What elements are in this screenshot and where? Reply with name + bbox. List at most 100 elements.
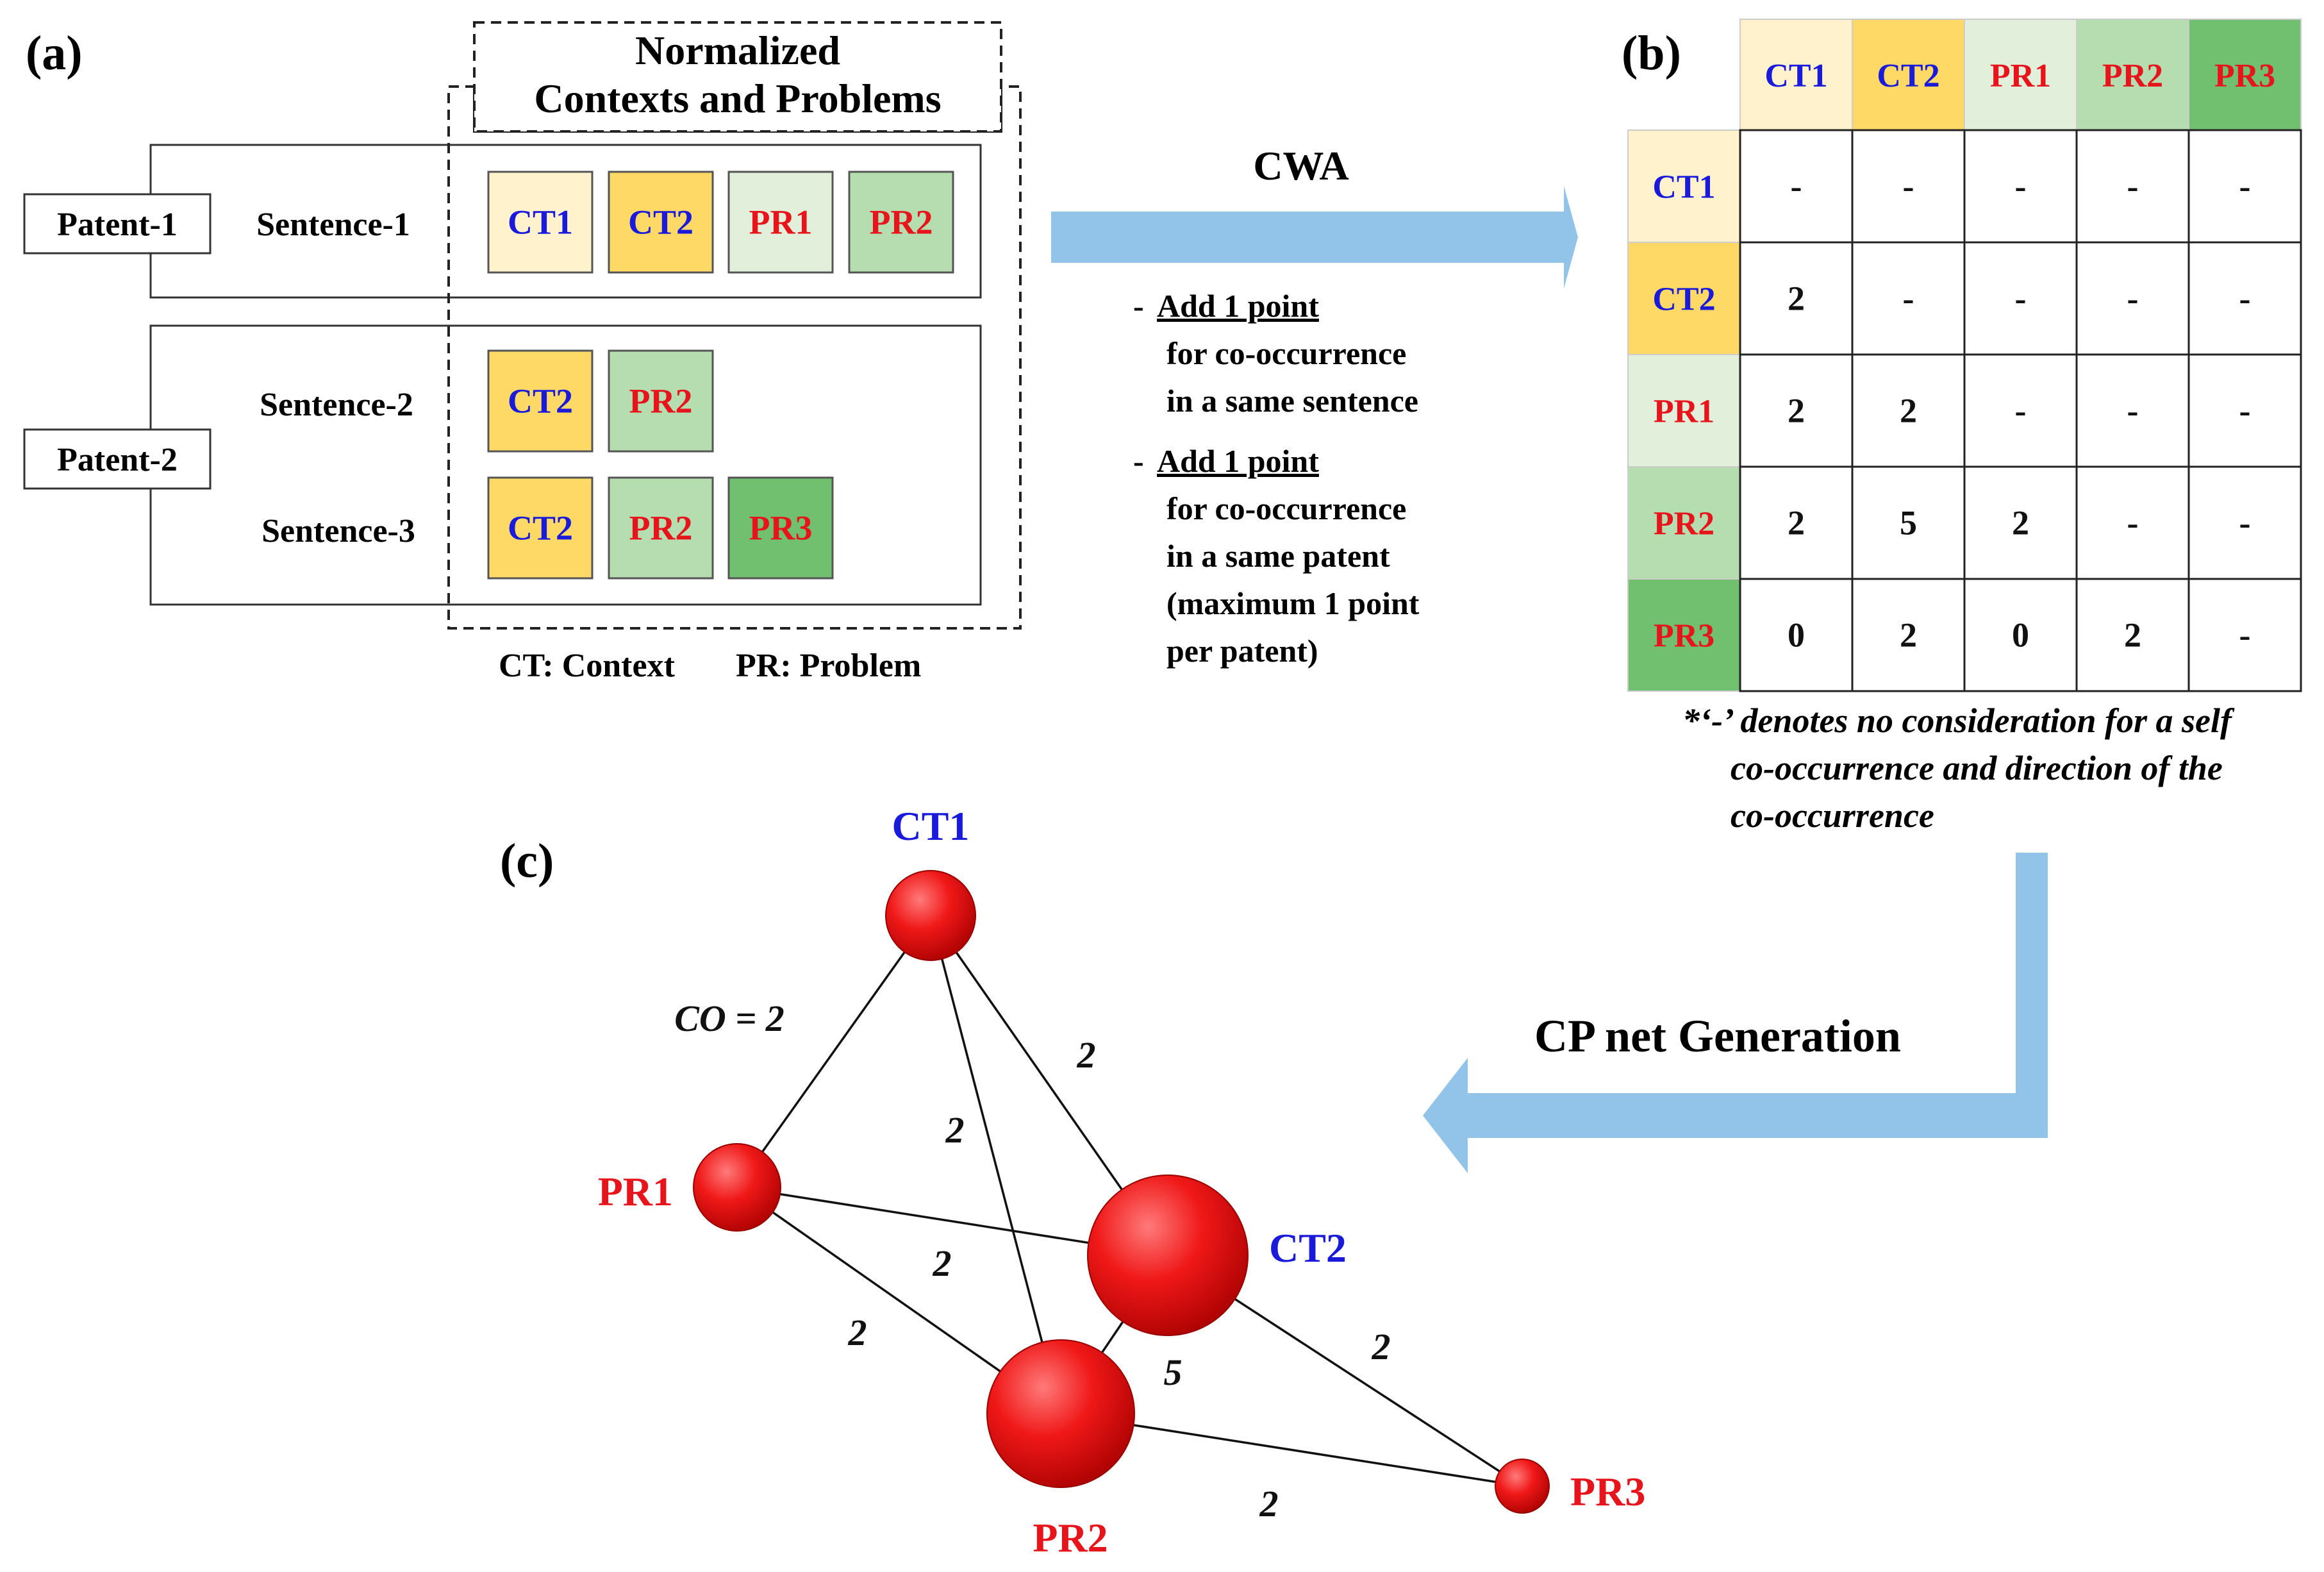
- matrix-cell-value: -: [1791, 167, 1802, 206]
- cpnet-section: CP net Generation: [1423, 853, 2048, 1173]
- rule2-line3: (maximum 1 point: [1166, 585, 1420, 621]
- sentence-3-label: Sentence-3: [261, 513, 415, 549]
- edge-weight-label: 2: [848, 1312, 867, 1353]
- row-header-label: CT2: [1652, 281, 1715, 318]
- node-label: CT2: [1269, 1225, 1347, 1271]
- edge-weight-label: 2: [1372, 1326, 1391, 1367]
- term-box-ct2: [487, 349, 593, 453]
- col-header-pr1: [1964, 19, 2077, 131]
- term-label: CT2: [508, 382, 573, 421]
- panel-a-label: (a): [26, 26, 83, 80]
- matrix-cell: [2075, 578, 2190, 692]
- row-header-label: PR2: [1654, 506, 1714, 542]
- term-label: PR2: [870, 203, 933, 242]
- cpnet-title: CP net Generation: [1534, 1010, 1901, 1062]
- cwa-section: CWA - Add 1 point for co-occurrence in a…: [1051, 143, 1578, 669]
- row-header-label: PR1: [1654, 394, 1714, 430]
- patent-1-label-box: [23, 193, 212, 255]
- matrix-cell-value: 2: [1900, 616, 1917, 655]
- term-box-ct2: [608, 171, 714, 274]
- edge-pr2-pr3: [1060, 1412, 1523, 1487]
- col-header-ct2: [1852, 19, 1965, 131]
- row-header-pr2: [1627, 466, 1741, 580]
- term-label: PR1: [749, 203, 813, 242]
- row-header-pr1: [1627, 354, 1741, 467]
- patent-2-label: Patent-2: [57, 442, 178, 478]
- node-pr3: [1495, 1459, 1550, 1514]
- term-label: PR3: [749, 509, 813, 548]
- matrix-cell: [2187, 578, 2302, 692]
- rule1-line1: for co-occurrence: [1166, 335, 1406, 371]
- term-label: PR2: [629, 382, 693, 421]
- node-label: PR3: [1570, 1469, 1645, 1514]
- note-line3: co-occurrence: [1731, 796, 1934, 835]
- edge-weight-label: 2: [933, 1242, 952, 1284]
- matrix-cell-value: 2: [1788, 280, 1805, 318]
- panel-b-label: (b): [1622, 26, 1681, 80]
- rule2-line1: for co-occurrence: [1166, 490, 1406, 526]
- term-label: CT2: [628, 203, 693, 242]
- matrix-cell-value: -: [2127, 280, 2139, 318]
- network-edge-labels: CO = 2 2 2 2 2 5 2 2: [674, 998, 1390, 1525]
- matrix-cell: [2075, 241, 2190, 356]
- normalized-title-line2: Contexts and Problems: [534, 76, 941, 121]
- legend-problem: PR: Problem: [736, 648, 921, 684]
- matrix-cell-value: 2: [1788, 392, 1805, 430]
- matrix-cell-value: -: [1903, 280, 1914, 318]
- rule2-dash: -: [1133, 443, 1144, 479]
- edge-weight-label: 2: [1077, 1034, 1096, 1076]
- row-header-label: PR3: [1654, 618, 1714, 655]
- rule1-head: Add 1 point: [1157, 288, 1319, 324]
- matrix-cell: [1739, 129, 1854, 244]
- matrix-cell: [1851, 129, 1966, 244]
- col-header-label: CT1: [1764, 58, 1827, 94]
- matrix-cell-value: -: [2239, 280, 2251, 318]
- cwa-title: CWA: [1253, 143, 1349, 188]
- row-header-ct2: [1627, 242, 1741, 355]
- rule2-line4: per patent): [1166, 633, 1318, 669]
- matrix-cell-value: -: [2239, 504, 2251, 542]
- node-label: PR1: [598, 1169, 673, 1214]
- matrix-cell-value: -: [2015, 280, 2027, 318]
- edge-ct1-pr1: [736, 914, 932, 1189]
- edge-weight-label: 2: [1259, 1483, 1279, 1525]
- edge-weight-label: CO = 2: [674, 998, 784, 1039]
- cpnet-arrow: [1423, 853, 2048, 1173]
- col-header-ct1: [1739, 19, 1853, 131]
- matrix-cell: [1963, 578, 2078, 692]
- note-line1: *‘-’ denotes no consideration for a self: [1682, 701, 2235, 740]
- col-header-label: PR3: [2214, 58, 2275, 94]
- sentence-1-label: Sentence-1: [256, 206, 410, 243]
- term-box-ct1: [487, 171, 593, 274]
- edge-weight-label: 5: [1164, 1351, 1183, 1393]
- matrix-cell: [2075, 465, 2190, 580]
- node-ct2: [1087, 1175, 1249, 1336]
- matrix-cell-value: 2: [2124, 616, 2141, 655]
- edge-ct1-pr2: [929, 915, 1062, 1414]
- matrix-cell: [2187, 353, 2302, 468]
- matrix-cell-value: -: [2127, 504, 2139, 542]
- matrix-cell: [2187, 465, 2302, 580]
- edge-weight-label: 2: [945, 1109, 965, 1151]
- matrix-cell: [1963, 353, 2078, 468]
- node-pr1: [693, 1143, 781, 1232]
- term-label: PR2: [629, 509, 693, 548]
- matrix-cell-value: -: [1903, 167, 1914, 206]
- col-header-pr2: [2076, 19, 2189, 131]
- legend-context: CT: Context: [499, 648, 676, 684]
- matrix-cell-value: -: [2015, 392, 2027, 430]
- matrix-cell: [1963, 465, 2078, 580]
- term-box-ct2: [487, 476, 593, 580]
- matrix-cell: [1963, 241, 2078, 356]
- row-header-pr3: [1627, 578, 1741, 692]
- matrix-cell-value: -: [2127, 392, 2139, 430]
- matrix-cell: [1963, 129, 2078, 244]
- rule1-dash: -: [1133, 288, 1144, 324]
- matrix-cell: [1851, 241, 1966, 356]
- col-header-pr3: [2188, 19, 2302, 131]
- matrix-cell-value: -: [2239, 167, 2251, 206]
